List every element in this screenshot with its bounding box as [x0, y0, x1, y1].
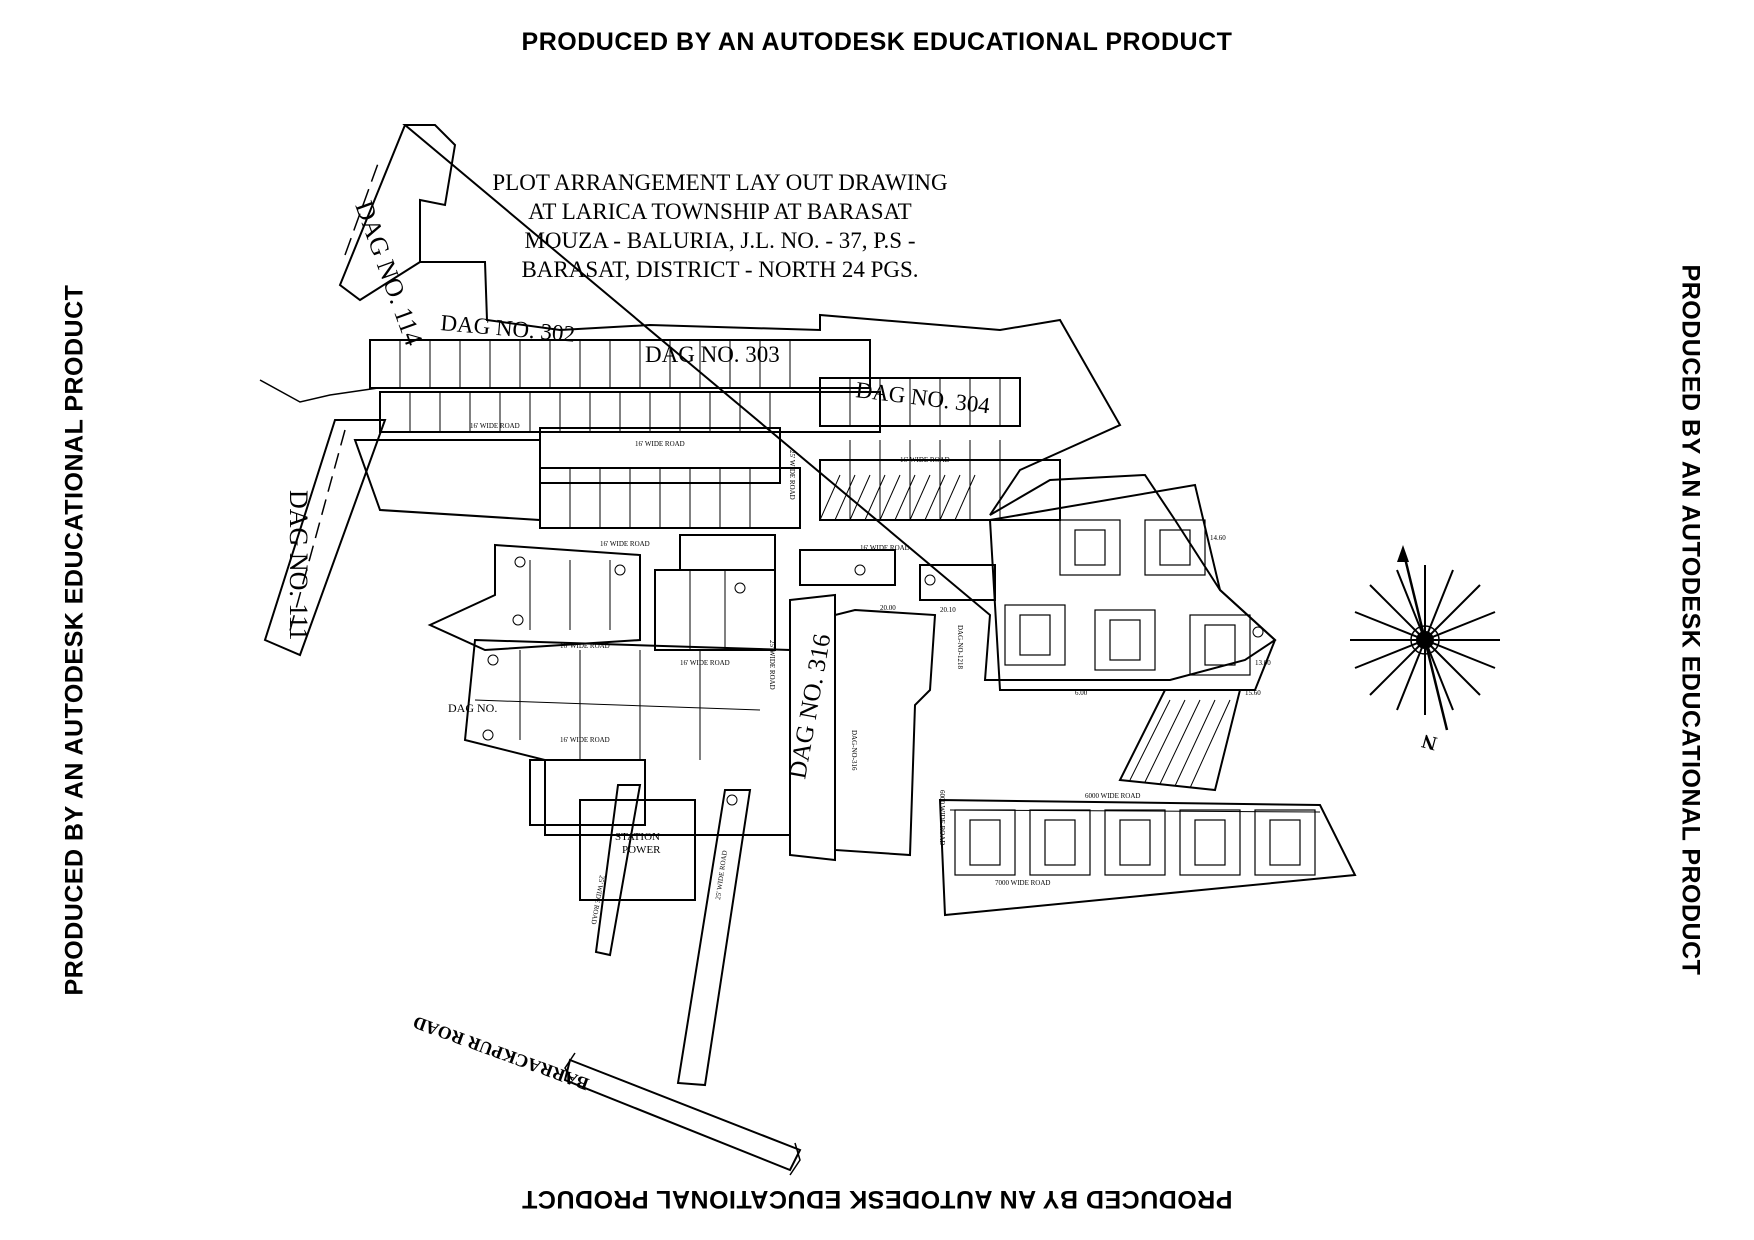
road-label-16-d: 16' WIDE ROAD	[900, 456, 950, 464]
block-middle-left	[427, 543, 641, 652]
dag-114-boundary	[402, 124, 1277, 681]
block-row-third	[539, 467, 801, 529]
dag-114-strip	[338, 124, 421, 302]
title-line-3: MOUZA - BALURIA, J.L. NO. - 37, P.S -	[524, 228, 916, 253]
road-label-16-b: 16' WIDE ROAD	[635, 440, 685, 448]
compass-rose-icon	[1350, 545, 1500, 731]
road-label-6000-b: 6000 WIDE ROAD	[938, 790, 946, 845]
dag-114-label: DAG NO. 114	[349, 197, 428, 349]
road-label-16-h: 16' WIDE ROAD	[560, 736, 610, 744]
road-label-16-a: 16' WIDE ROAD	[470, 422, 520, 430]
road-label-16-c: 16' WIDE ROAD	[600, 540, 650, 548]
road-label-25-d: 25' WIDE ROAD	[714, 850, 729, 900]
dag-111-boundary	[263, 419, 387, 657]
road-label-16-f: 16' WIDE ROAD	[560, 642, 610, 650]
dag-316-small-label: DAG-NO-316	[850, 730, 858, 771]
title-line-2: AT LARICA TOWNSHIP AT BARASAT	[528, 199, 912, 224]
block-row-north	[369, 339, 871, 389]
watermark-top: PRODUCED BY AN AUTODESK EDUCATIONAL PROD…	[521, 28, 1233, 56]
power-label: POWER	[622, 844, 661, 856]
title-line-1: PLOT ARRANGEMENT LAY OUT DRAWING	[492, 170, 948, 195]
dim-2: 20.10	[940, 606, 956, 614]
road-label-6000: 6000 WIDE ROAD	[1085, 792, 1140, 800]
block-row-304	[819, 377, 1021, 427]
dag-303-label: DAG NO. 303	[645, 342, 780, 367]
barrackpur-road-label: BARRACKPUR ROAD	[410, 1012, 591, 1094]
barrackpur-road	[563, 1058, 802, 1172]
road-label-7000: 7000 WIDE ROAD	[995, 879, 1050, 887]
dim-1: 20.00	[880, 604, 896, 612]
dag-small-label: DAG NO.	[448, 701, 497, 715]
north-letter: N	[1419, 729, 1439, 754]
tower-footprints	[954, 519, 1316, 876]
road-label-25-a: 25' WIDE ROAD	[788, 450, 796, 500]
hatched-triangle	[1118, 689, 1242, 792]
road-label-25-b: 25' WIDE ROAD	[768, 640, 776, 690]
station-label: STATION	[615, 831, 660, 843]
dag-304-label: DAG NO. 304	[854, 377, 991, 418]
road-label-16-e: 16' WIDE ROAD	[860, 544, 910, 552]
dag-111-label: DAG NO. 111	[284, 490, 313, 640]
dim-4: 13.00	[1255, 659, 1271, 667]
block-southwest	[463, 638, 791, 836]
dag-316-strip	[789, 593, 836, 862]
dim-6: 15.60	[1245, 689, 1261, 697]
dim-5: 14.60	[1210, 534, 1226, 542]
dag-316-block	[834, 608, 937, 857]
tower-block-southeast	[938, 798, 1357, 917]
dag-1218-label: DAG-NO-1218	[956, 625, 964, 669]
access-road	[676, 789, 752, 1087]
block-row-second	[379, 391, 881, 433]
road-label-16-g: 16' WIDE ROAD	[680, 659, 730, 667]
dim-3: 6.00	[1075, 689, 1088, 697]
dag-316-label: DAG NO. 316	[784, 632, 836, 781]
apartment-block-east	[988, 483, 1277, 691]
